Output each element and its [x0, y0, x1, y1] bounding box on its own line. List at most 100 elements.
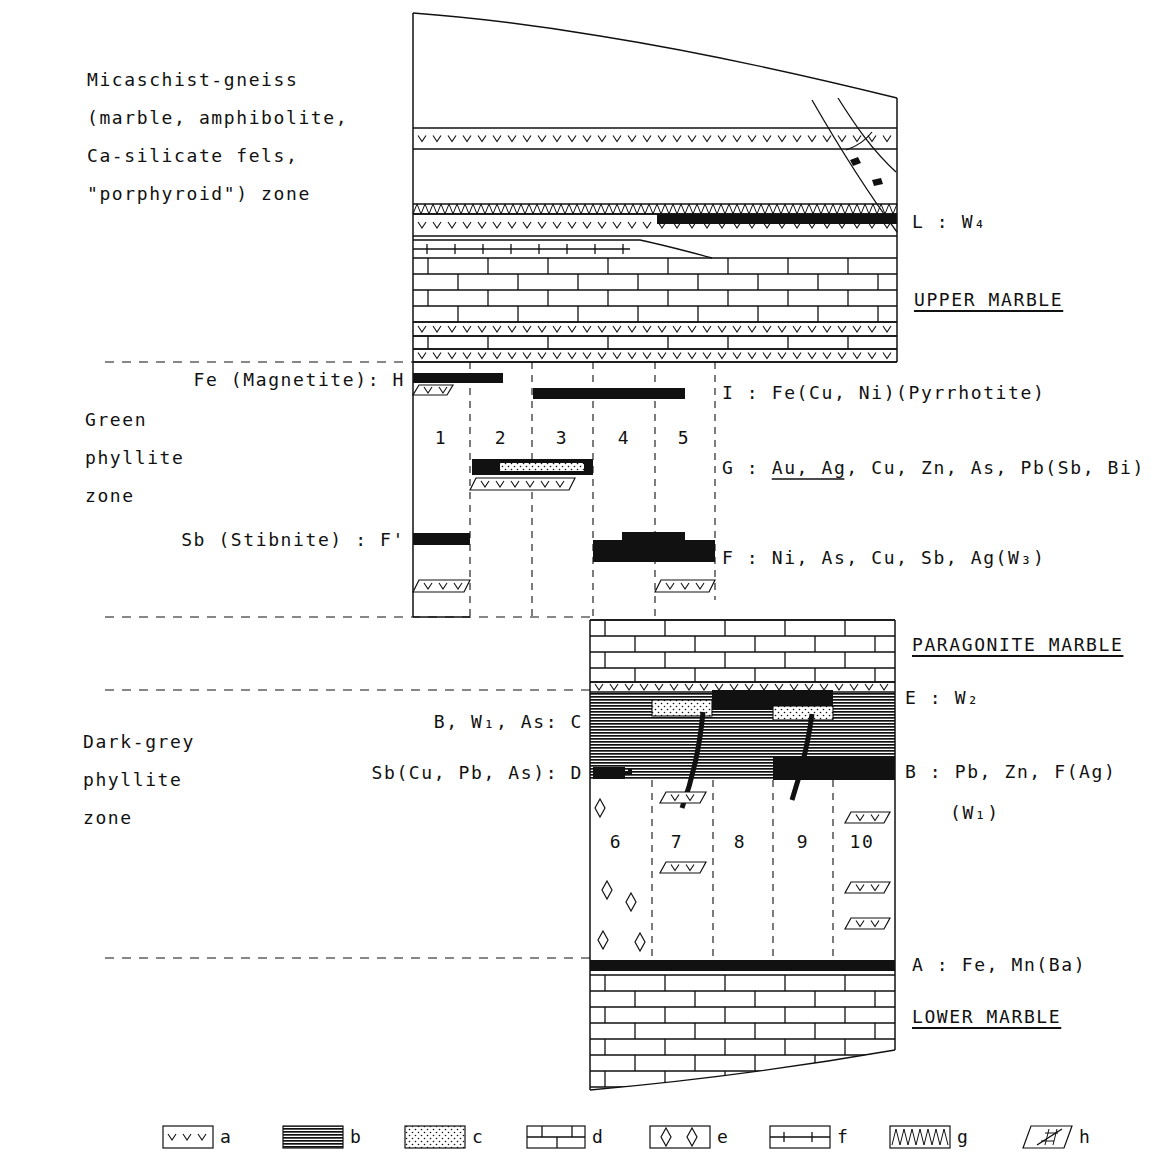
label-anchor: Sb(Cu, Pb, As): D — [372, 762, 583, 784]
volcanic-mark — [808, 326, 816, 332]
marble-joint — [517, 306, 518, 322]
volcanic-mark — [686, 795, 694, 801]
volcanic-mark — [583, 353, 591, 359]
volcanic-mark — [448, 222, 456, 228]
volcanic-mark — [868, 136, 876, 142]
volcanic-lens — [413, 580, 470, 592]
marble-joint — [877, 306, 878, 322]
marble-joint — [754, 636, 755, 652]
volcanic-mark — [448, 326, 456, 332]
volcanic-mark — [628, 326, 636, 332]
marble-joint — [814, 636, 815, 652]
marble-joint — [724, 620, 725, 636]
volcanic-mark — [703, 353, 711, 359]
marble-joint — [634, 991, 635, 1007]
marble-joint — [874, 1023, 875, 1039]
volcanic-mark — [538, 326, 546, 332]
zone-boundary — [105, 616, 590, 617]
fault-slash — [1037, 1129, 1062, 1145]
erosion-surface — [413, 13, 897, 98]
volcanic-mark — [718, 136, 726, 142]
volcanic-lens — [845, 882, 890, 893]
volcanic-mark — [733, 136, 741, 142]
marble-joint — [487, 290, 488, 306]
marble-bed — [413, 348, 897, 349]
marble-joint — [727, 336, 728, 349]
volcanic-mark — [823, 353, 831, 359]
volcanic-mark — [610, 684, 618, 690]
marble-joint — [694, 1087, 695, 1095]
marble-bed — [590, 651, 895, 652]
marble-joint — [604, 1007, 605, 1023]
marble-joint — [784, 652, 785, 668]
legend-frame — [283, 1126, 343, 1148]
volcanic-mark — [538, 222, 546, 228]
calc-schist-tick — [426, 244, 427, 254]
deposit-label: Sb (Stibnite) : F' — [181, 529, 405, 551]
volcanic-mark — [433, 353, 441, 359]
legend-key: g — [957, 1126, 969, 1148]
legend-sample — [283, 1126, 343, 1148]
volcanic-lens — [845, 812, 890, 823]
marble-joint — [757, 274, 758, 290]
marble-joint — [787, 258, 788, 274]
marble-joint — [541, 1126, 542, 1137]
marble-joint — [874, 636, 875, 652]
volcanic-mark — [763, 353, 771, 359]
volcanic-mark — [463, 136, 471, 142]
marble-joint — [607, 258, 608, 274]
marble-joint — [694, 1023, 695, 1039]
porphyroblast-diamond — [598, 931, 608, 949]
volcanic-mark — [643, 353, 651, 359]
fault-hatch — [1045, 1129, 1049, 1145]
marble-joint — [754, 1087, 755, 1095]
deposit-label: B, W₁, As: C — [434, 711, 583, 733]
zone-boundary — [105, 957, 590, 958]
legend-key: f — [837, 1126, 849, 1148]
marble-joint — [577, 306, 578, 322]
marble-joint — [577, 274, 578, 290]
label-anchor: B, W₁, As: C — [434, 711, 583, 733]
volcanic-mark — [493, 222, 501, 228]
volcanic-mark — [688, 136, 696, 142]
calc-schist-line — [770, 1136, 830, 1137]
zone-boundary — [105, 361, 413, 362]
volcanic-mark — [523, 136, 531, 142]
volcanic-mark — [733, 353, 741, 359]
volcanic-mark — [481, 481, 489, 487]
ore-stipple — [500, 463, 584, 471]
volcanic-mark — [628, 136, 636, 142]
marble-joint — [664, 620, 665, 636]
marble-joint — [724, 1039, 725, 1055]
label-anchor: 10 — [850, 831, 875, 853]
bed-boundary — [413, 235, 897, 236]
marble-joint — [487, 258, 488, 274]
label-anchor: A : Fe, Mn(Ba) — [912, 954, 1086, 976]
volcanic-mark — [838, 353, 846, 359]
volcanic-mark — [478, 136, 486, 142]
volcanic-mark — [523, 222, 531, 228]
label-anchor: Sb (Stibnite) : F' — [181, 529, 405, 551]
volcanic-mark — [748, 136, 756, 142]
volcanic-mark — [198, 1134, 206, 1140]
volcanic-mark — [553, 353, 561, 359]
volcanic-mark — [838, 136, 846, 142]
volcanic-mark — [493, 326, 501, 332]
legend-entry: d — [592, 1126, 604, 1148]
marble-joint — [847, 258, 848, 274]
legend-sample — [1023, 1126, 1072, 1148]
marble-joint — [607, 336, 608, 349]
marble-joint — [556, 1137, 557, 1148]
zone-label: Green phyllite zone — [85, 401, 215, 515]
marble-joint — [604, 975, 605, 991]
marble-joint — [637, 306, 638, 322]
legend-entry: b — [350, 1126, 362, 1148]
label-anchor: F : Ni, As, Cu, Sb, Ag(W₃) — [722, 547, 1045, 569]
calc-schist-tick — [510, 244, 511, 254]
calc-schist-lens — [413, 240, 712, 258]
column-number: 6 — [610, 831, 622, 853]
marble-joint — [637, 274, 638, 290]
marble-joint — [664, 652, 665, 668]
marble-joint — [844, 1071, 845, 1087]
